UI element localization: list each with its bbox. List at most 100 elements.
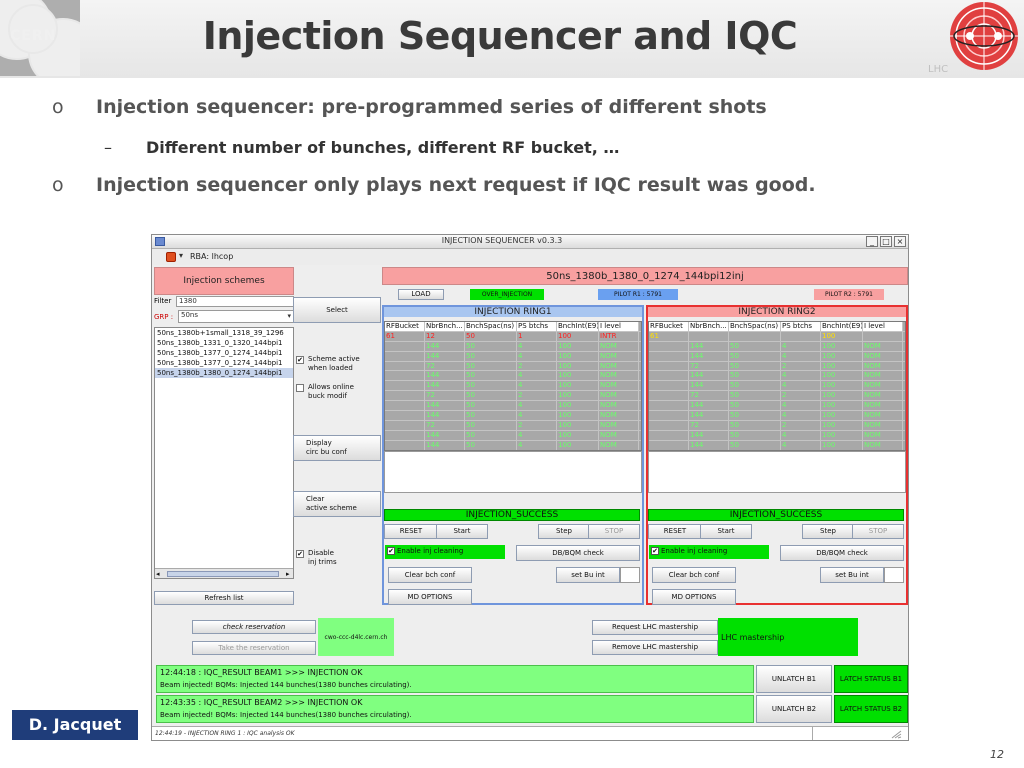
schemes-list[interactable]: 50ns_1380b+1small_1318_39_1296 50ns_1380… [154, 327, 294, 579]
ring2-step-button[interactable]: Step [802, 524, 854, 539]
ring2-md-options-button[interactable]: MD OPTIONS [652, 589, 736, 605]
filter-input[interactable]: 1380 [176, 296, 294, 307]
take-reservation-button[interactable]: Take the reservation [192, 641, 316, 655]
list-item[interactable]: 50ns_1380b_1377_0_1274_144bpi1 [157, 349, 283, 357]
chevron-down-icon[interactable]: ▾ [287, 312, 291, 320]
maximize-button[interactable]: □ [880, 236, 892, 247]
ring2-bu-input[interactable] [884, 567, 904, 583]
horizontal-scrollbar[interactable]: ◂ ▸ [155, 568, 293, 578]
ring2-stop-button[interactable]: STOP [852, 524, 904, 539]
display-circ-button[interactable]: Display circ bu conf [293, 435, 381, 461]
scroll-left-icon[interactable]: ◂ [156, 570, 160, 578]
ring1-md-options-button[interactable]: MD OPTIONS [388, 589, 472, 605]
ring1-dbbqm-button[interactable]: DB/BQM check [516, 545, 640, 561]
column-header[interactable]: PS btchs [517, 322, 557, 331]
scroll-right-icon[interactable]: ▸ [286, 570, 290, 578]
ring1-bu-input[interactable] [620, 567, 640, 583]
remove-mastership-button[interactable]: Remove LHC mastership [592, 640, 718, 655]
column-header[interactable]: RFBucket [649, 322, 689, 331]
ring1-stop-button[interactable]: STOP [588, 524, 640, 539]
ring2-dbbqm-button[interactable]: DB/BQM check [780, 545, 904, 561]
ring2-enable-cleaning-checkbox[interactable]: ✔ Enable inj cleaning [649, 545, 769, 559]
checkbox-checked[interactable]: ✔ [296, 356, 304, 364]
resize-grip-icon[interactable] [890, 729, 902, 739]
column-header[interactable]: BnchSpac(ns) [729, 322, 781, 331]
ring1-reset-button[interactable]: RESET [384, 524, 438, 539]
scheme-active-checkbox[interactable]: ✔ Scheme active when loaded [296, 355, 360, 372]
column-header[interactable]: NbrBnch... [689, 322, 729, 331]
unlatch-b2-button[interactable]: UNLATCH B2 [756, 695, 832, 723]
rba-icon[interactable] [166, 252, 176, 262]
load-button[interactable]: LOAD [398, 289, 444, 300]
close-button[interactable]: × [894, 236, 906, 247]
ring2-start-button[interactable]: Start [700, 524, 752, 539]
list-item[interactable]: 50ns_1380b+1small_1318_39_1296 [157, 329, 284, 337]
ring1-start-button[interactable]: Start [436, 524, 488, 539]
minimize-button[interactable]: _ [866, 236, 878, 247]
list-item[interactable]: 50ns_1380b_1331_0_1320_144bpi1 [157, 339, 283, 347]
ring1-enable-cleaning-checkbox[interactable]: ✔ Enable inj cleaning [385, 545, 505, 559]
checkbox-checked[interactable]: ✔ [651, 547, 659, 555]
column-header[interactable]: NbrBnch... [425, 322, 465, 331]
ring1-clear-bch-button[interactable]: Clear bch conf [388, 567, 472, 583]
rba-dropdown-icon[interactable]: ▾ [179, 251, 184, 260]
select-button[interactable]: Select [293, 297, 381, 323]
list-item-selected[interactable]: 50ns_1380b_1380_0_1274_144bpi1 [155, 368, 293, 378]
table-cell: 50 [729, 371, 781, 381]
column-header[interactable]: PS btchs [781, 322, 821, 331]
request-mastership-button[interactable]: Request LHC mastership [592, 620, 718, 635]
window-titlebar[interactable]: INJECTION SEQUENCER v0.3.3 _ □ × [152, 235, 908, 249]
column-header[interactable]: BnchInt(E9) [557, 322, 599, 331]
disable-trims-checkbox[interactable]: ✔ Disable inj trims [296, 549, 337, 566]
list-item[interactable]: 50ns_1380b_1377_0_1274_144bpi1 [157, 359, 283, 367]
checkbox-checked[interactable]: ✔ [387, 547, 395, 555]
column-header[interactable]: BnchInt(E9) [821, 322, 863, 331]
column-header[interactable]: I level [599, 322, 639, 331]
clear-active-scheme-button[interactable]: Clear active scheme [293, 491, 381, 517]
check-reservation-button[interactable]: check reservation [192, 620, 316, 634]
checkbox-unchecked[interactable] [296, 384, 304, 392]
scrollbar-thumb[interactable] [167, 571, 279, 577]
column-header[interactable]: BnchSpac(ns) [465, 322, 517, 331]
ring2-set-bu-button[interactable]: set Bu int [820, 567, 884, 583]
ring1-step-button[interactable]: Step [538, 524, 590, 539]
refresh-list-button[interactable]: Refresh list [154, 591, 294, 605]
ring1-set-bu-button[interactable]: set Bu int [556, 567, 620, 583]
grp-select[interactable]: 50ns ▾ [178, 310, 294, 323]
column-header[interactable]: RFBucket [385, 322, 425, 331]
table-cell: 2 [781, 420, 821, 430]
checkbox-checked[interactable]: ✔ [296, 550, 304, 558]
ring2-clear-bch-button[interactable]: Clear bch conf [652, 567, 736, 583]
unlatch-b1-button[interactable]: UNLATCH B1 [756, 665, 832, 693]
ring2-reset-button[interactable]: RESET [648, 524, 702, 539]
table-cell: 100 [821, 430, 863, 440]
column-header[interactable]: I level [863, 322, 903, 331]
allows-online-checkbox[interactable]: Allows online buck modif [296, 383, 382, 403]
